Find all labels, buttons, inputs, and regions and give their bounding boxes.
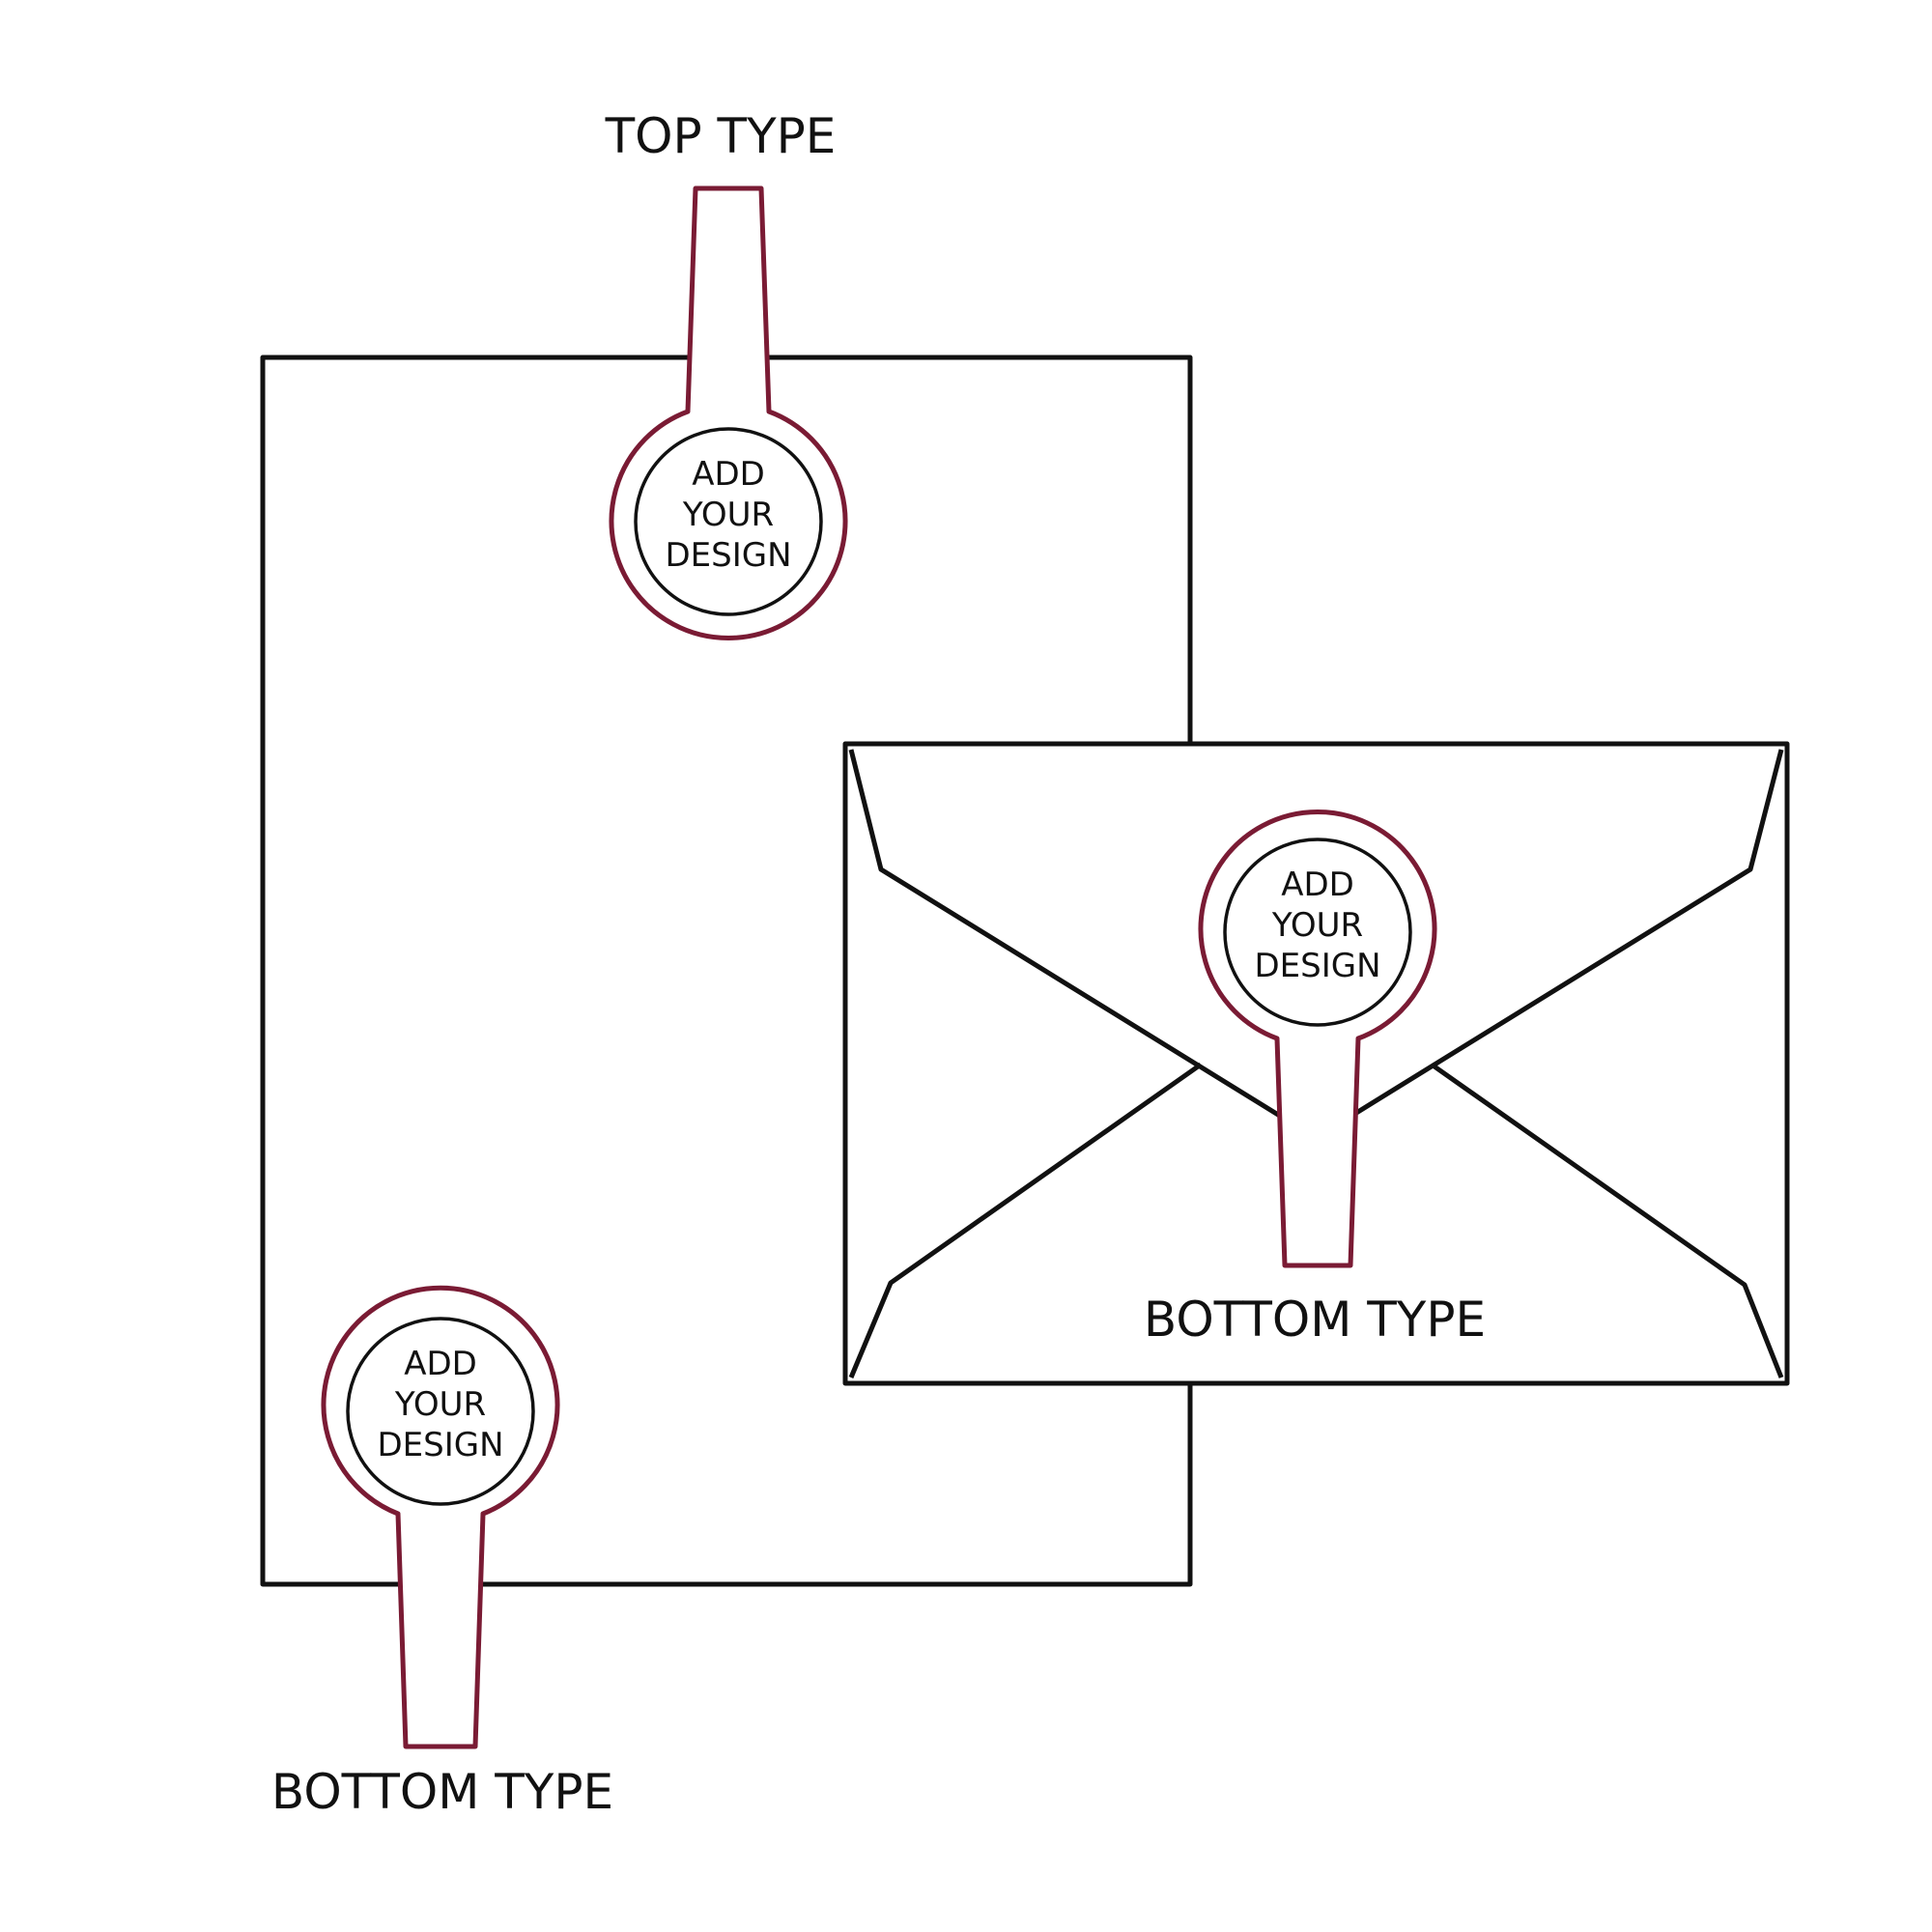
bottom-type-seal-card-text-line1: ADD [404, 1345, 477, 1383]
top-type-seal-inner-ring [634, 427, 823, 616]
bottom-type-seal-card-text-line3: DESIGN [377, 1426, 503, 1464]
top-type-seal-text-line2: YOUR [682, 496, 774, 534]
top-type-seal-text-line3: DESIGN [665, 536, 791, 575]
top-type-seal: ADD YOUR DESIGN [609, 185, 848, 640]
bottom-type-seal-envelope-text-line3: DESIGN [1254, 947, 1380, 985]
bottom-type-seal-envelope-text-line2: YOUR [1271, 906, 1363, 945]
envelope-bottom-right-fold [1430, 1062, 1784, 1378]
bottom-type-seal-envelope-inner-ring [1223, 838, 1412, 1027]
bottom-type-seal-envelope: ADD YOUR DESIGN [1198, 810, 1437, 1268]
bottom-type-seal-envelope-text-line1: ADD [1281, 866, 1354, 904]
bottom-type-seal-card-text-line2: YOUR [394, 1385, 486, 1424]
envelope-bottom-left-fold [848, 1062, 1203, 1378]
bottom-type-seal-card: ADD YOUR DESIGN [321, 1285, 560, 1749]
bottom-type-card-label: BOTTOM TYPE [271, 1764, 613, 1820]
bottom-type-envelope-label: BOTTOM TYPE [1144, 1292, 1486, 1348]
top-type-label: TOP TYPE [605, 108, 837, 164]
top-type-seal-text-line1: ADD [692, 455, 765, 494]
bottom-type-seal-card-inner-ring [346, 1317, 535, 1506]
